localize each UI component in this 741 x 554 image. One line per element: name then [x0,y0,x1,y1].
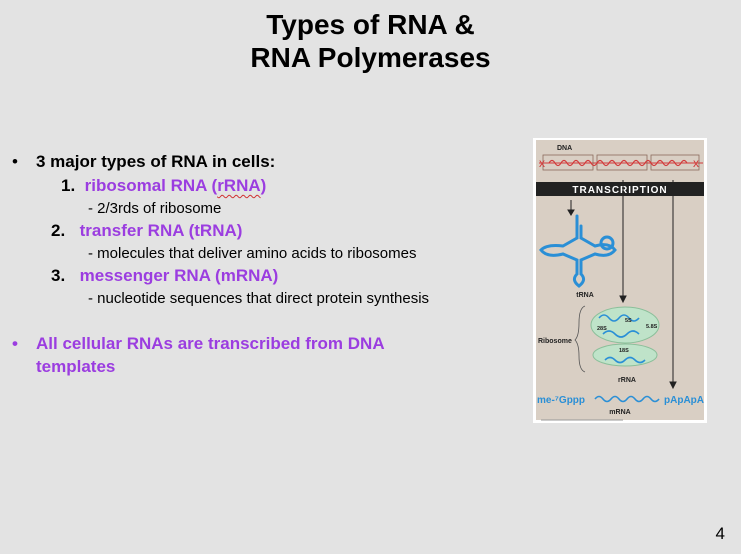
mrna-cap-label: me-⁷Gppp [537,395,585,406]
label-5s: 5S [625,318,632,324]
bullet-main-text: 3 major types of RNA in cells: [36,152,276,171]
dna-strand-icon: x x [539,154,703,171]
list-item-1-label: ribosomal RNA (rRNA) [85,176,267,195]
ribosome-label: Ribosome [538,338,572,345]
label-18s: 18S [619,348,629,354]
list-item-2-number: 2. [51,221,66,240]
svg-text:x: x [539,156,545,170]
slide-title: Types of RNA & RNA Polymerases [0,8,741,74]
list-item-3-number: 3. [51,266,66,285]
rrna-label: rRNA [618,377,636,384]
spell-underlined-word: rRNA [217,176,261,195]
rna-types-figure: DNA x x TRANSCRIPTION tRNA Ribosome [533,138,707,423]
title-line-2: RNA Polymerases [250,42,491,73]
label-pre: ribosomal RNA ( [84,176,218,195]
title-line-1: Types of RNA & [266,9,475,40]
svg-text:x: x [693,156,699,170]
list-item-1: 1. ribosomal RNA (rRNA) [61,176,266,196]
list-item-3-label: messenger RNA (mRNA) [79,266,279,285]
list-item-1-number: 1. [61,176,76,195]
list-item-2-label: transfer RNA (tRNA) [79,221,243,240]
list-item-1-detail: - 2/3rds of ribosome [88,200,222,217]
ribosome-brace-icon [574,305,586,373]
transcription-label: TRANSCRIPTION [572,185,667,196]
label-5-8s: 5.8S [646,324,658,330]
dna-label: DNA [557,145,572,152]
label-28s: 28S [597,326,607,332]
ribosome-icon [590,306,660,367]
list-item-3-detail: - nucleotide sequences that direct prote… [88,290,430,307]
bullet-dot-2: • [12,334,18,353]
mrna-label: mRNA [609,409,630,416]
trna-icon [539,214,617,288]
list-item-2: 2. transfer RNA (tRNA) [51,221,242,241]
mrna-strand-icon [594,395,660,403]
bullet-dot: • [12,152,18,171]
bullet-second-line-1: All cellular RNAs are transcribed from D… [36,334,385,353]
list-item-2-detail: - molecules that deliver amino acids to … [88,245,417,262]
label-post: ) [260,176,267,195]
transcription-arrows-icon [567,180,677,390]
trna-label: tRNA [576,292,594,299]
page-number: 4 [715,524,725,543]
bullet-second-line-2: templates [36,357,116,376]
list-item-3: 3. messenger RNA (mRNA) [51,266,278,286]
mrna-tail-label: pApApA [664,395,704,406]
